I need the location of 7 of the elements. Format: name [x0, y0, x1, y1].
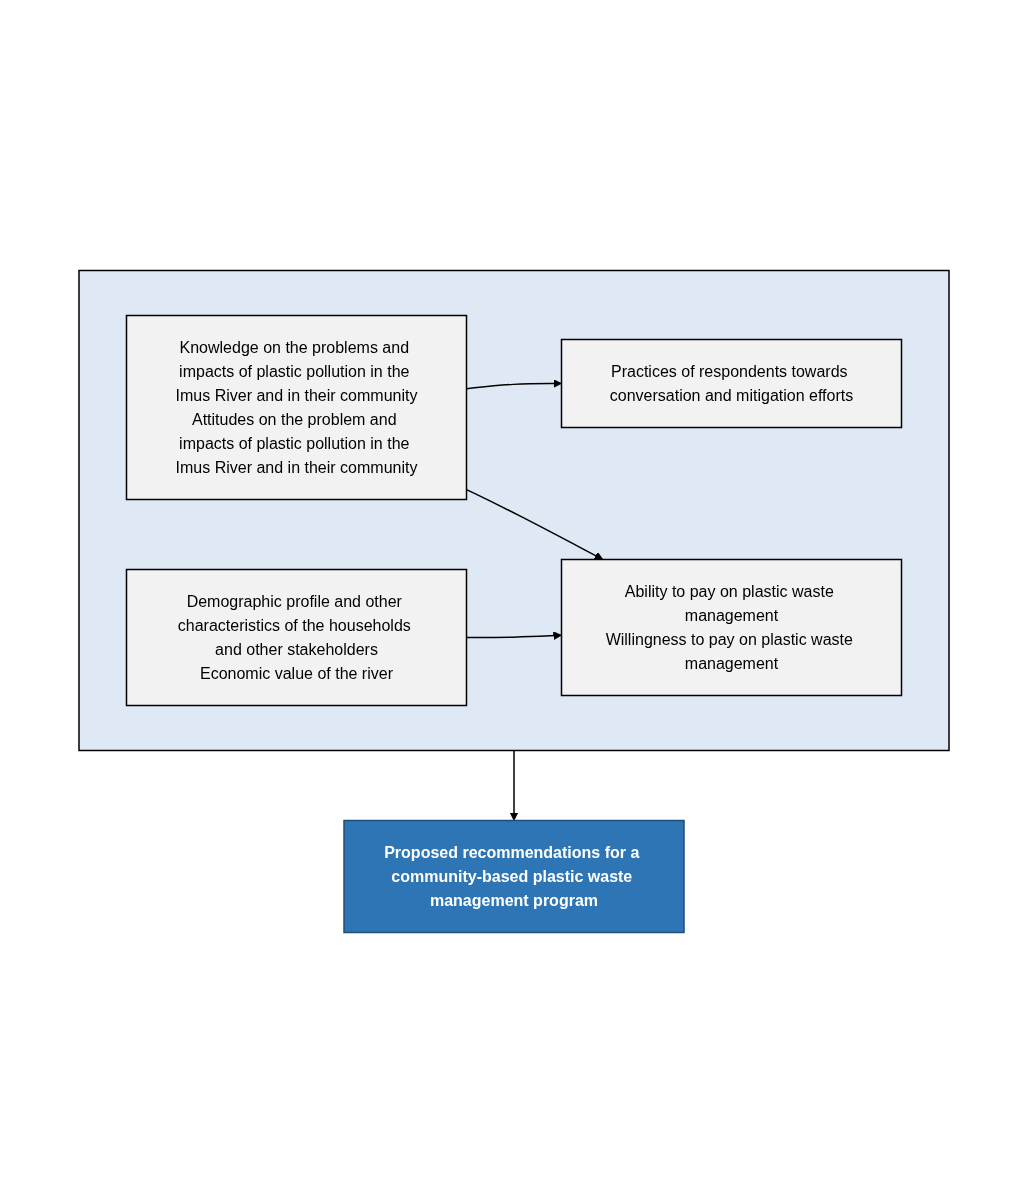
node-box: Proposed recommendations for a community-based plastic waste management program: [343, 819, 685, 934]
node-box: Ability to pay on plastic waste management Willingness to pay on plastic waste management: [560, 558, 903, 697]
arrow: [509, 749, 519, 821]
node-box: Demographic profile and other characteristics of the households and other stakeholders Economic value of the river: [125, 568, 468, 707]
node-box: Knowledge on the problems and impacts of plastic pollution in the Imus River and in their community Attitudes on the problem and impacts of plastic pollution in the Imus River and in their community: [125, 314, 468, 501]
node-box: Practices of respondents towards conversation and mitigation efforts: [560, 338, 903, 429]
cluster: [78, 269, 950, 752]
